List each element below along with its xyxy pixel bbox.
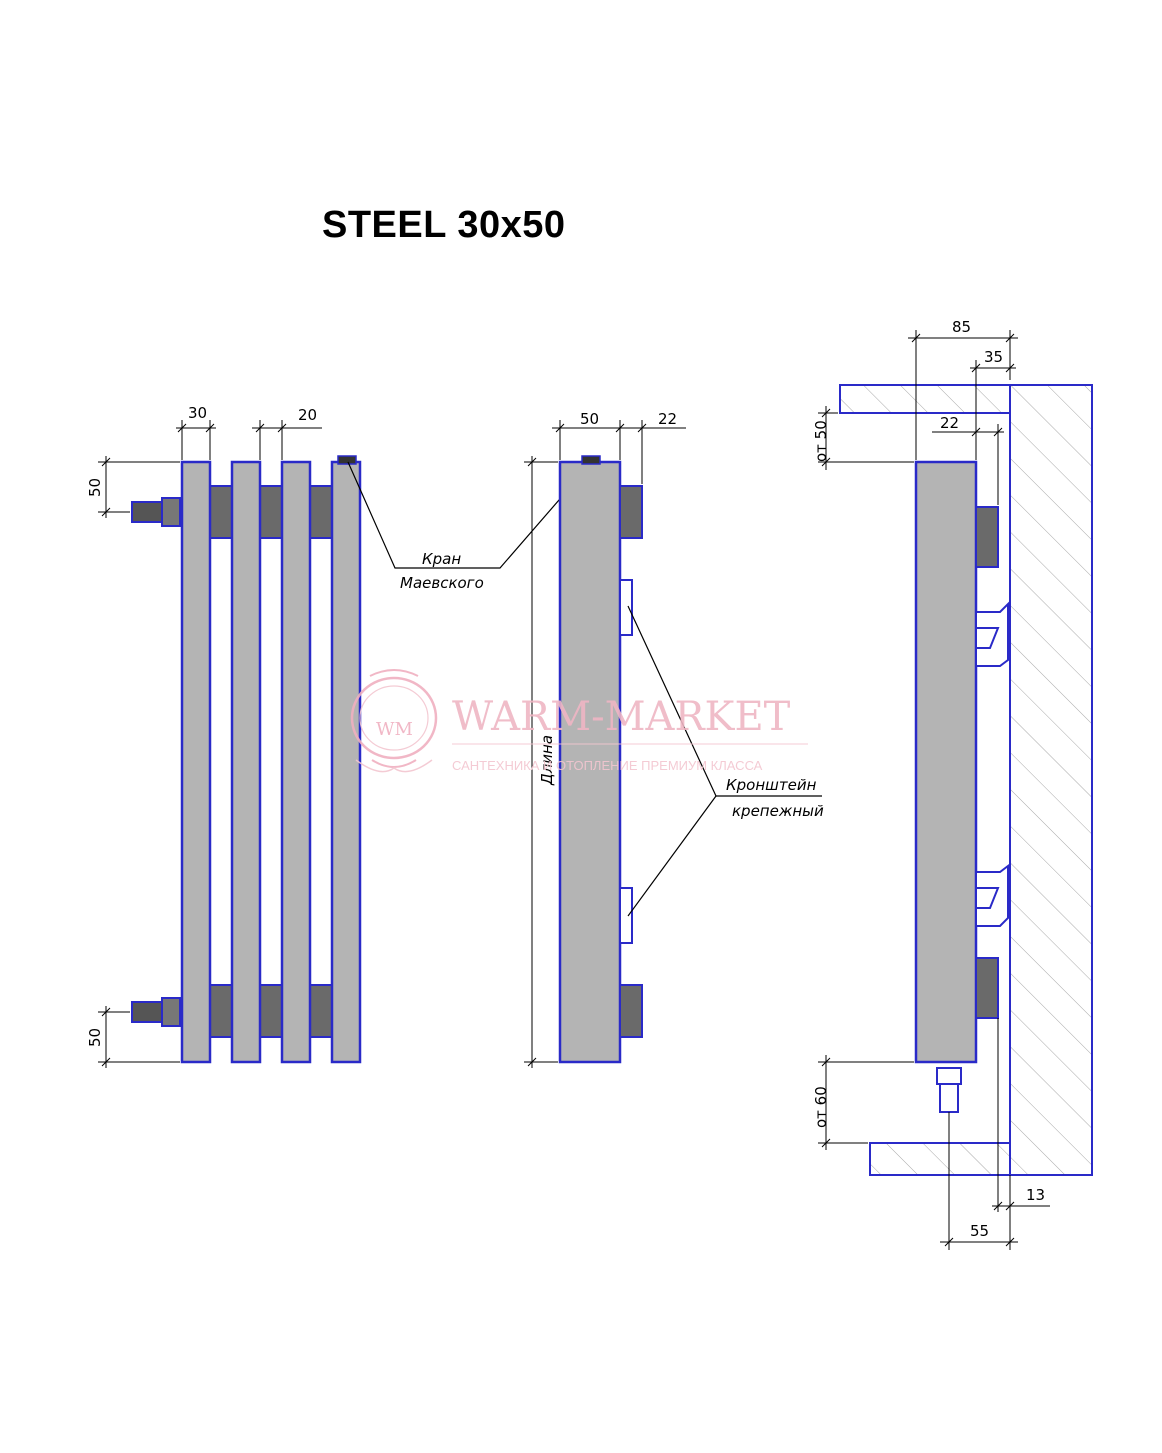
ceiling-slab: [839, 384, 1011, 414]
side-view: 50 22 Длина: [524, 410, 686, 1068]
bracket-leader: [627, 605, 822, 917]
bracket-label-line2: крепежный: [732, 802, 824, 820]
wall-bracket-bottom: [975, 864, 1009, 927]
radiator-section-4: [330, 460, 362, 1064]
inlet-nut-bottom: [161, 997, 181, 1027]
page-title: STEEL 30x50: [322, 204, 566, 246]
dim-bottom-clearance: от 60: [812, 1086, 830, 1128]
install-radiator: [914, 460, 978, 1064]
bottom-pipe-nut: [936, 1067, 962, 1085]
dim-top-offset: 50: [86, 478, 104, 497]
side-connector-top: [619, 485, 643, 539]
wall: [1009, 384, 1093, 1176]
watermark: WM WARM-MARKET САНТЕХНИКА И ОТОПЛЕНИЕ ПР…: [350, 669, 808, 773]
wall-bracket-top: [975, 601, 1009, 667]
valve-leader: [347, 461, 593, 569]
side-section: [558, 460, 622, 1064]
front-view: 30 20 50 50: [86, 404, 362, 1068]
dim-install-bracket: 22: [940, 414, 959, 432]
radiator-section-3: [280, 460, 312, 1064]
watermark-logo-icon: [350, 669, 438, 773]
radiator-section-1: [180, 460, 212, 1064]
dim-top-clearance: от 50: [812, 420, 830, 462]
install-connector-bottom: [975, 957, 999, 1019]
valve-label-line1: Кран: [422, 550, 461, 568]
side-connector-bottom: [619, 984, 643, 1038]
bottom-pipe: [939, 1083, 959, 1113]
dim-total-depth: 85: [952, 318, 971, 336]
radiator-section-2: [230, 460, 262, 1064]
dim-bracket: 22: [658, 410, 677, 428]
install-view: 85 35 22 от 50 от 60 55 13: [812, 318, 1093, 1250]
valve-label-line2: Маевского: [400, 574, 484, 592]
air-valve: [337, 455, 357, 465]
bracket-label-line1: Кронштейн: [726, 776, 817, 794]
bracket-top: [619, 579, 633, 636]
dim-section-gap: 20: [298, 406, 317, 424]
bottom-collector: [207, 984, 333, 1038]
inlet-nut-top: [161, 497, 181, 527]
top-collector: [207, 485, 333, 539]
dim-section-width: 30: [188, 404, 207, 422]
floor-slab: [869, 1142, 1011, 1176]
dim-wall-gap: 35: [984, 348, 1003, 366]
watermark-brand: WARM-MARKET: [452, 694, 791, 740]
watermark-monogram: WM: [376, 719, 413, 740]
bracket-bottom: [619, 887, 633, 944]
dim-pipe-offset: 55: [970, 1222, 989, 1240]
watermark-tagline: САНТЕХНИКА И ОТОПЛЕНИЕ ПРЕМИУМ КЛАССА: [452, 758, 763, 773]
install-connector-top: [975, 506, 999, 568]
dim-depth: 50: [580, 410, 599, 428]
dim-length: Длина: [538, 735, 556, 786]
side-air-valve: [581, 455, 601, 465]
dim-pipe-wall: 13: [1026, 1186, 1045, 1204]
dim-bottom-offset: 50: [86, 1028, 104, 1047]
